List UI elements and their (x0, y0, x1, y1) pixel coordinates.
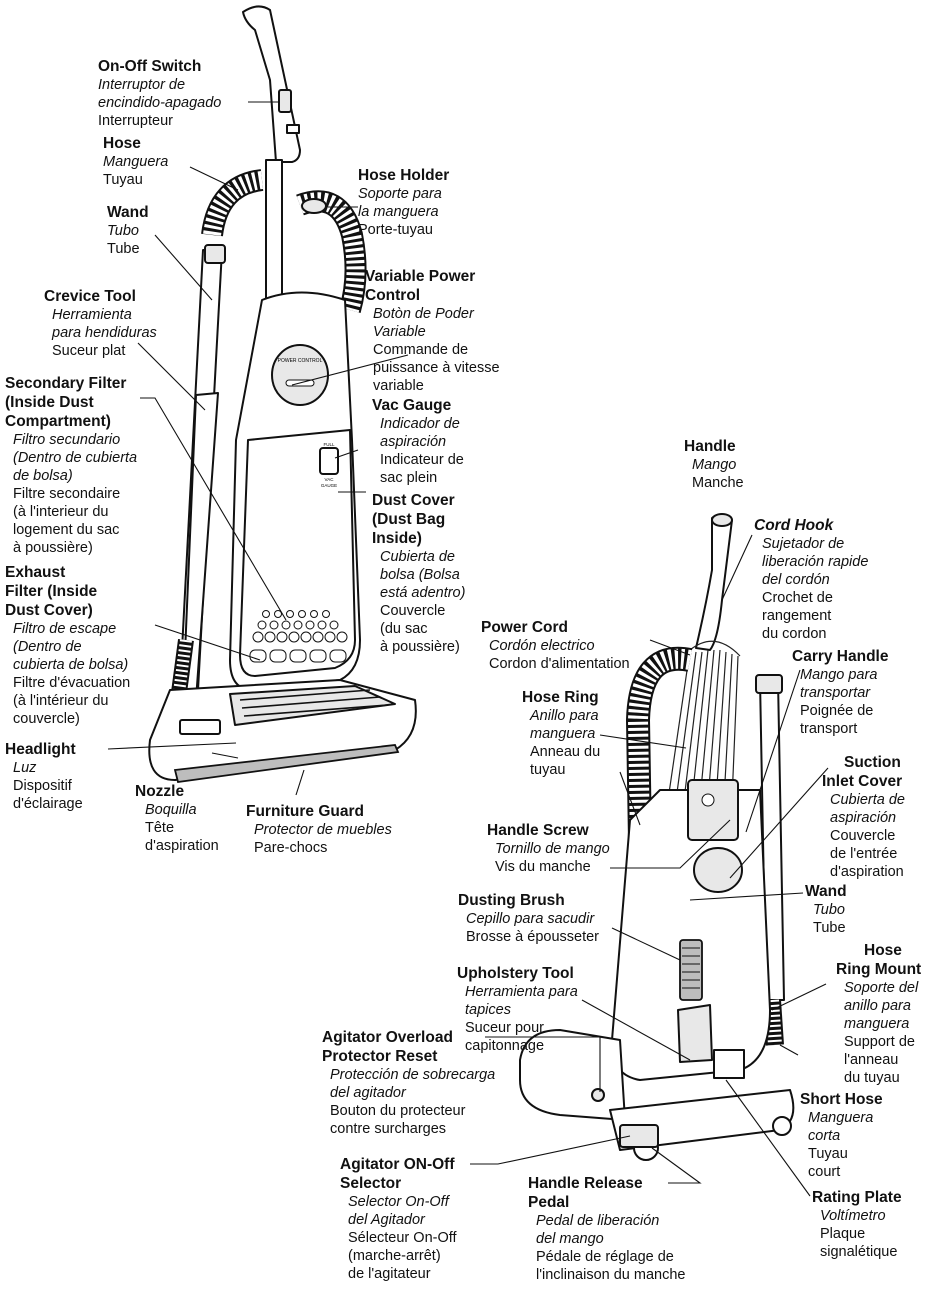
label-dust-cover: Dust Cover (Dust Bag Inside) Cubierta de… (372, 491, 465, 656)
power-control-text: POWER CONTROL (278, 358, 323, 364)
label-agitator-selector: Agitator ON-Off Selector Selector On-Off… (340, 1155, 457, 1283)
label-vac-gauge: Vac Gauge Indicador de aspiración Indica… (372, 396, 464, 487)
label-hose-ring: Hose Ring Anillo para manguera Anneau du… (522, 688, 600, 779)
svg-text:GAUGE: GAUGE (321, 483, 337, 488)
label-rating-plate: Rating Plate Voltímetro Plaque signaléti… (812, 1188, 902, 1261)
label-handle-release-pedal: Handle Release Pedal Pedal de liberación… (528, 1174, 685, 1284)
overload-reset-part (592, 1089, 604, 1101)
label-suction-inlet-cover: Suction Inlet Cover Cubierta de aspiraci… (822, 753, 905, 881)
label-nozzle: Nozzle Boquilla Tête d'aspiration (135, 782, 219, 855)
label-on-off-switch: On-Off Switch Interruptor de encindido-a… (98, 57, 221, 130)
label-furniture-guard: Furniture Guard Protector de muebles Par… (246, 802, 392, 857)
label-agitator-overload: Agitator Overload Protector Reset Protec… (322, 1028, 495, 1138)
label-wand-left: Wand Tubo Tube (107, 203, 149, 258)
label-cord-hook: Cord Hook Sujetador de liberación rapide… (754, 516, 868, 643)
label-crevice-tool: Crevice Tool Herramienta para hendiduras… (44, 287, 157, 360)
power-control-dial (272, 345, 328, 405)
label-power-cord: Power Cord Cordón electrico Cordon d'ali… (481, 618, 630, 673)
label-wand-right: Wand Tubo Tube (805, 882, 847, 937)
upholstery-tool-part (678, 1005, 712, 1062)
label-variable-power-control: Variable Power Control Botòn de Poder Va… (365, 267, 500, 395)
handle-grip (243, 6, 300, 162)
rating-plate-part (714, 1050, 744, 1078)
suction-inlet-part (694, 848, 742, 892)
label-hose-holder: Hose Holder Soporte para la manguera Por… (358, 166, 449, 239)
hose-holder-part (302, 199, 326, 213)
svg-text:FULL: FULL (323, 442, 335, 447)
headlight-part (180, 720, 220, 734)
label-headlight: Headlight Luz Dispositif d'éclairage (5, 740, 83, 813)
on-off-switch-part (279, 90, 291, 112)
vac-gauge-part (320, 448, 338, 474)
label-short-hose: Short Hose Manguera corta Tuyau court (800, 1090, 883, 1181)
label-handle: Handle Mango Manche (684, 437, 744, 492)
label-dusting-brush: Dusting Brush Cepillo para sacudir Bross… (458, 891, 599, 946)
svg-text:VAC: VAC (325, 477, 335, 482)
label-exhaust-filter: Exhaust Filter (Inside Dust Cover) Filtr… (5, 563, 130, 728)
handle-rear (696, 514, 732, 650)
pedal-part (620, 1125, 658, 1147)
label-hose-ring-mount: Hose Ring Mount Soporte del anillo para … (828, 941, 921, 1087)
label-hose: Hose Manguera Tuyau (103, 134, 168, 189)
label-secondary-filter: Secondary Filter (Inside Dust Compartmen… (5, 374, 137, 557)
dusting-brush-part (680, 940, 702, 1000)
label-carry-handle: Carry Handle Mango para transportar Poig… (792, 647, 888, 738)
label-handle-screw: Handle Screw Tornillo de mango Vis du ma… (487, 821, 610, 876)
